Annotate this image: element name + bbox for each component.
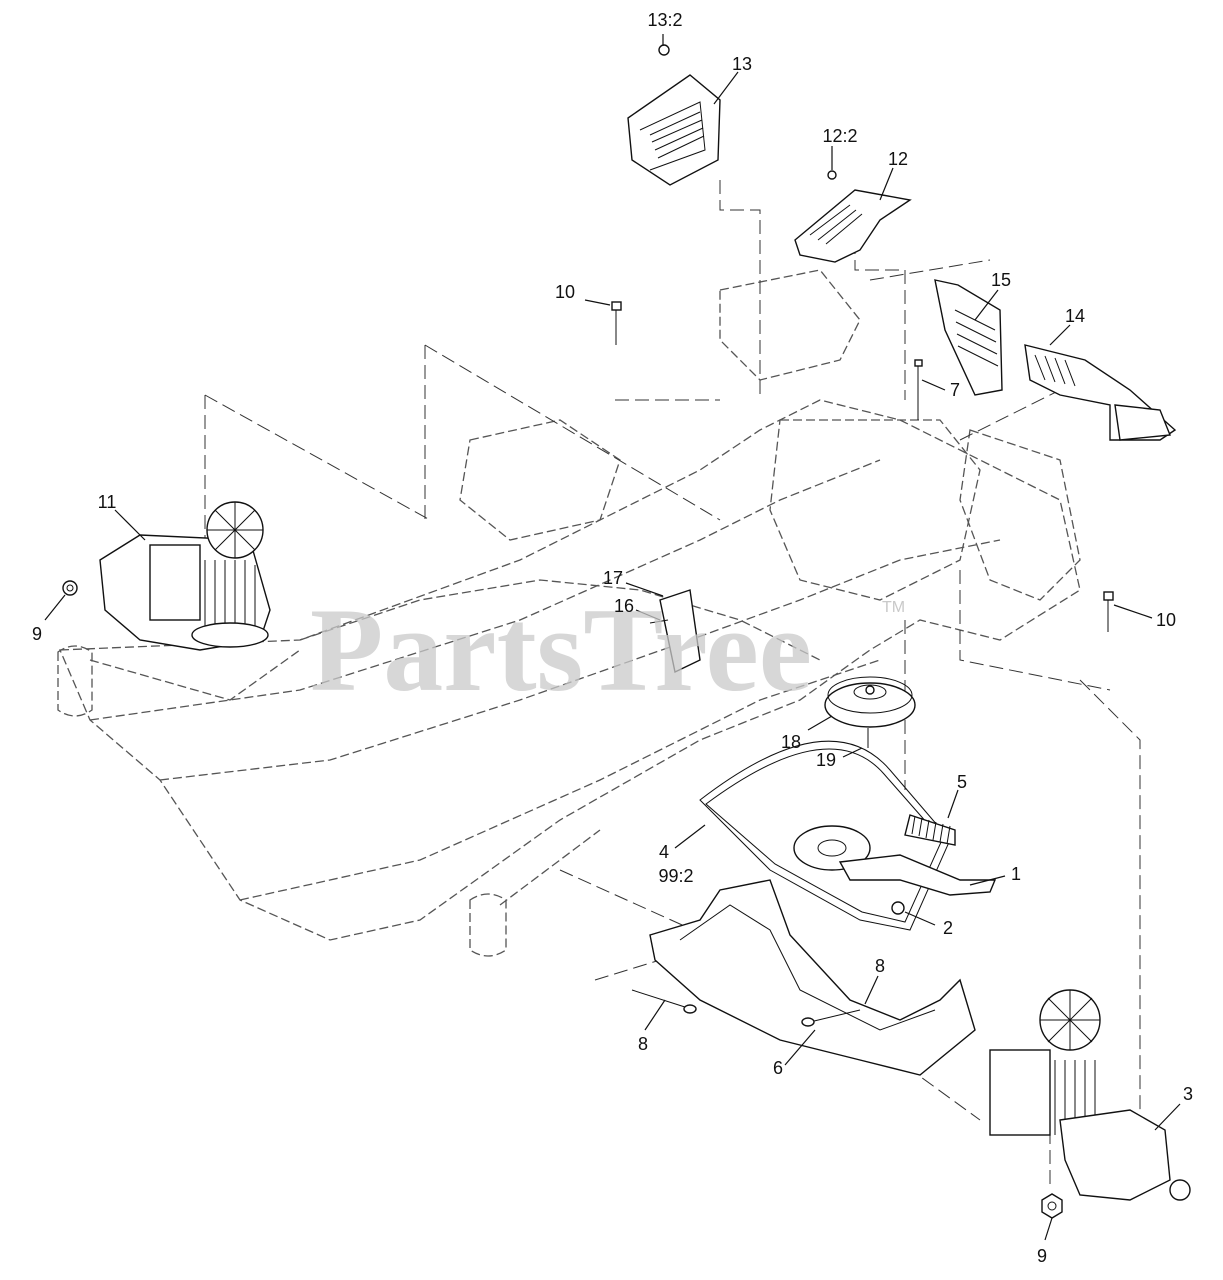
partstree-watermark: PartsTree TM <box>310 583 905 716</box>
watermark-trademark: TM <box>882 599 905 616</box>
part-12-cover <box>794 170 912 263</box>
callout-9-left: 9 <box>32 624 42 644</box>
watermark-text: PartsTree <box>310 583 812 716</box>
callout-10-upper: 10 <box>555 282 575 302</box>
callout-2: 2 <box>943 918 953 938</box>
callout-13-2: 13:2 <box>647 10 682 30</box>
callout-13: 13 <box>732 54 752 74</box>
callout-8-right: 8 <box>875 956 885 976</box>
callout-99-2: 99:2 <box>658 866 693 886</box>
part-10-bolt-upper <box>611 301 622 345</box>
part-18-pulley <box>824 676 916 728</box>
callout-9-right: 9 <box>1037 1246 1047 1266</box>
part-1-idler-arm <box>793 825 997 896</box>
part-13-cover <box>627 44 721 186</box>
callout-19: 19 <box>816 750 836 770</box>
callout-6: 6 <box>773 1058 783 1078</box>
part-10-bolt-right <box>1103 591 1114 632</box>
part-9-nut-right <box>1041 1193 1063 1219</box>
part-9-nut-left <box>62 580 78 596</box>
callout-14: 14 <box>1065 306 1085 326</box>
callout-16: 16 <box>614 596 634 616</box>
callout-11: 11 <box>98 492 117 512</box>
callout-17: 17 <box>603 568 623 588</box>
callout-8-left: 8 <box>638 1034 648 1054</box>
callout-15: 15 <box>991 270 1011 290</box>
part-6-support-frame <box>649 879 976 1076</box>
callout-12: 12 <box>888 149 908 169</box>
part-2-nut <box>891 901 905 915</box>
callout-12-2: 12:2 <box>822 126 857 146</box>
part-3-transmission-right <box>989 989 1191 1201</box>
callout-18: 18 <box>781 732 801 752</box>
callout-labels: 13:2 13 12:2 12 10 15 14 7 11 9 17 16 10… <box>32 10 1193 1266</box>
callout-5: 5 <box>957 772 967 792</box>
part-8-bolt-right <box>801 1009 861 1027</box>
part-11-transmission-left <box>99 501 271 651</box>
callout-4: 4 <box>659 842 669 862</box>
part-14-guard <box>1024 344 1177 441</box>
callout-3: 3 <box>1183 1084 1193 1104</box>
part-17-plate <box>649 589 701 674</box>
callout-7: 7 <box>950 380 960 400</box>
part-8-bolt-left <box>631 989 697 1014</box>
callout-1: 1 <box>1011 864 1021 884</box>
callout-10-right: 10 <box>1156 610 1176 630</box>
part-7-pin <box>914 359 923 420</box>
callout-leader-lines <box>44 34 1181 1241</box>
part-5-spring <box>904 814 956 846</box>
